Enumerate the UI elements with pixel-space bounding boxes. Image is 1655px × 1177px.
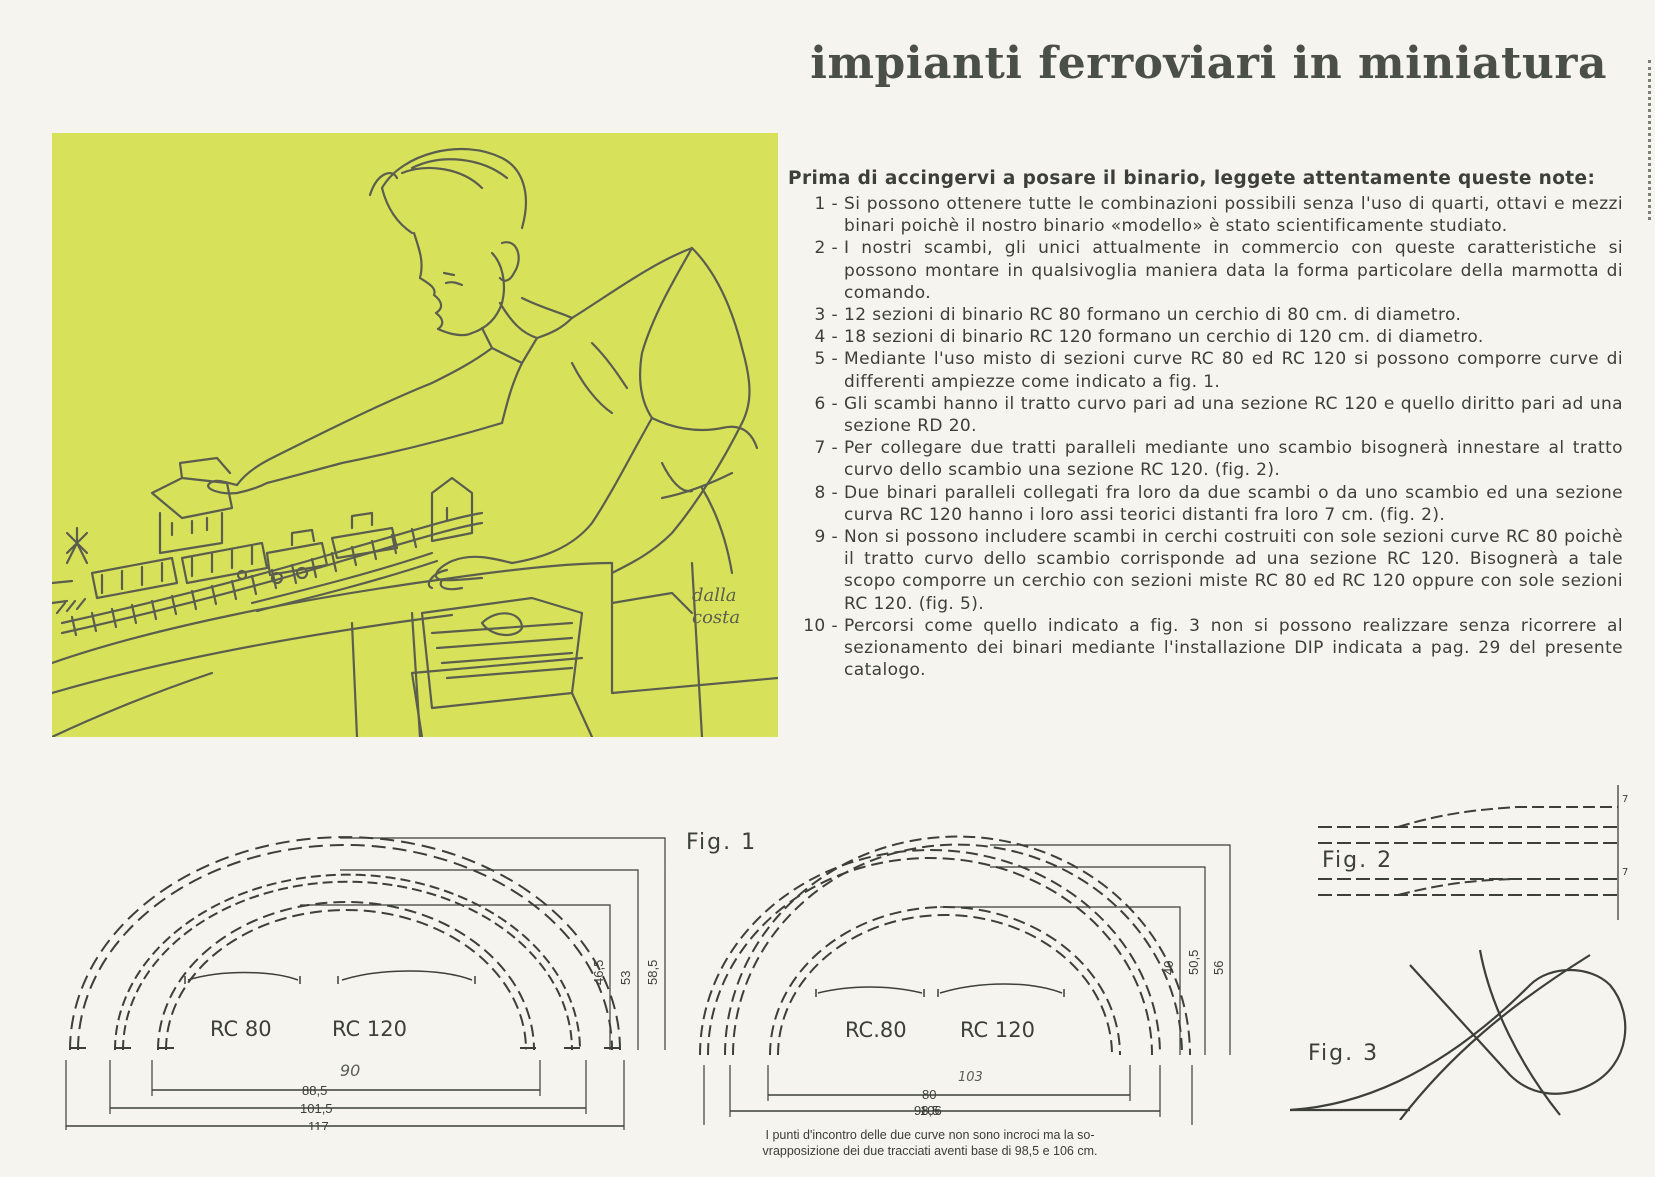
- fig1-right-rc80-label: RC.80: [845, 1018, 907, 1042]
- note-item: 4 - 18 sezioni di binario RC 120 formano …: [788, 326, 1623, 348]
- note-text: Due binari paralleli collegati fra loro …: [844, 482, 1623, 525]
- note-item: 1 - Si possono ottenere tutte le combinaz…: [788, 193, 1623, 237]
- fig2-label: Fig. 2: [1322, 848, 1394, 873]
- fig2-dim-top: 7: [1622, 794, 1628, 805]
- note-item: 10 - Percorsi come quello indicato a fig.…: [788, 615, 1623, 682]
- fig1-right-height-middle: 50,5: [1186, 950, 1201, 975]
- notes-heading: Prima di accingervi a posare il binario,…: [788, 168, 1596, 189]
- fig1-right-width-outer-text: 106: [920, 1103, 942, 1118]
- fig1-left-height-middle: 53: [618, 971, 633, 985]
- note-text: Non si possono includere scambi in cerch…: [844, 527, 1623, 614]
- fig1-right-width-handwritten: 103: [958, 1070, 983, 1085]
- note-text: Percorsi come quello indicato a fig. 3 n…: [844, 615, 1623, 681]
- fig1-right-height-inner: 40: [1161, 961, 1176, 975]
- note-number: 3 -: [814, 305, 838, 326]
- note-number: 6 -: [814, 393, 838, 414]
- note-text: Si possono ottenere tutte le combinazion…: [844, 194, 1623, 237]
- note-number: 1 -: [814, 194, 838, 214]
- note-item: 8 - Due binari paralleli collegati fra lo…: [788, 482, 1623, 526]
- signature-line2: costa: [692, 607, 740, 628]
- footnote-line1: I punti d'incontro delle due curve non s…: [765, 1128, 1095, 1142]
- footnote-line2: vrapposizione dei due tracciati aventi b…: [762, 1144, 1098, 1158]
- fig1-left-width-outer: 117: [308, 1119, 329, 1130]
- fig3-label: Fig. 3: [1308, 1041, 1380, 1066]
- note-text: 12 sezioni di binario RC 80 formano un c…: [844, 305, 1462, 326]
- note-item: 2 - I nostri scambi, gli unici attualment…: [788, 237, 1623, 304]
- boy-model-railway-drawing: dalla costa: [52, 147, 778, 737]
- fig1-right-diagram: RC.80 RC 120 80 103 98,5 106 40 50,5 56: [699, 835, 1231, 1125]
- notes-section: Prima di accingervi a posare il binario,…: [788, 168, 1623, 681]
- page-title: impianti ferroviari in miniatura: [810, 38, 1607, 89]
- note-text: Mediante l'uso misto di sezioni curve RC…: [844, 349, 1623, 392]
- fig1-right-height-outer: 56: [1211, 961, 1226, 975]
- note-number: 7 -: [814, 438, 838, 459]
- note-text: Per collegare due tratti paralleli media…: [844, 438, 1623, 481]
- note-item: 5 - Mediante l'uso misto di sezioni curve…: [788, 348, 1623, 392]
- fig1-left-height-inner: 46,5: [591, 960, 606, 985]
- note-number: 9 -: [814, 527, 838, 548]
- note-number: 8 -: [814, 482, 838, 503]
- note-number: 2 -: [814, 238, 838, 259]
- fig1-footnote: I punti d'incontro delle due curve non s…: [720, 1127, 1140, 1159]
- note-text: 18 sezioni di binario RC 120 formano un …: [844, 327, 1484, 348]
- fig1-left-width-inner: 88,5: [302, 1083, 327, 1098]
- note-item: 3 - 12 sezioni di binario RC 80 formano u…: [788, 304, 1623, 326]
- note-number: 5 -: [814, 349, 838, 370]
- fig1-right-width-middle: 98,5: [914, 1103, 939, 1118]
- cut-mark: [1642, 60, 1651, 220]
- fig1-left-height-outer: 58,5: [645, 960, 660, 985]
- note-number: 4 -: [814, 327, 838, 348]
- note-item: 9 - Non si possono includere scambi in ce…: [788, 526, 1623, 615]
- fig1-left-diagram: RC 80 RC 120 88,5 90 101,5 117 46,5 53 5…: [65, 836, 666, 1130]
- fig1-left-rc120-label: RC 120: [332, 1017, 407, 1041]
- fig1-label: Fig. 1: [686, 830, 758, 855]
- fig2-diagram: 7 7: [1318, 785, 1628, 920]
- signature-line1: dalla: [692, 585, 737, 606]
- note-text: I nostri scambi, gli unici attualmente i…: [844, 238, 1623, 303]
- fig1-left-width-middle: 101,5: [300, 1101, 333, 1116]
- note-item: 6 - Gli scambi hanno il tratto curvo pari…: [788, 393, 1623, 437]
- fig1-left-rc80-label: RC 80: [210, 1017, 272, 1041]
- note-item: 7 - Per collegare due tratti paralleli me…: [788, 437, 1623, 481]
- fig3-diagram: [1290, 949, 1627, 1120]
- note-text: Gli scambi hanno il tratto curvo pari ad…: [844, 393, 1623, 437]
- illustration-panel: dalla costa: [52, 133, 778, 737]
- fig1-right-width-inner: 80: [922, 1087, 936, 1102]
- fig2-dim-bottom: 7: [1622, 867, 1628, 878]
- fig1-right-rc120-label: RC 120: [960, 1018, 1035, 1042]
- fig1-left-width-handwritten: 90: [340, 1061, 360, 1080]
- note-number: 10 -: [803, 615, 838, 636]
